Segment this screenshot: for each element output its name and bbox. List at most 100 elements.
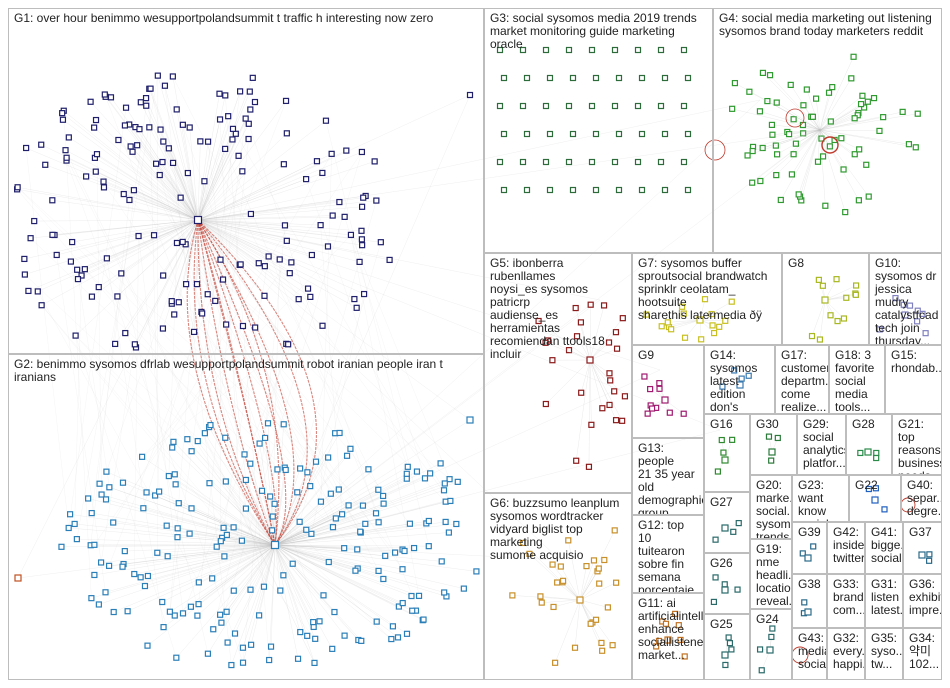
vertex-node [193,215,203,225]
edge-line [197,219,259,264]
edge-line [197,219,357,309]
edge-line [762,129,821,149]
vertex-node [73,536,80,543]
vertex-node [496,46,504,54]
vertex-node [345,502,352,509]
vertex-node [319,322,326,329]
vertex-node [65,134,72,141]
vertex-node [261,434,269,442]
vertex-node [801,599,808,606]
vertex-node [777,196,784,204]
edge-line [225,95,270,661]
vertex-node [759,69,767,76]
edge-line [197,150,347,221]
vertex-node [329,212,336,219]
vertex-node [175,299,182,306]
group-box-g14: G14: sysomos latest edition don's influe… [704,345,775,414]
vertex-node [280,421,287,428]
vertex-node [725,634,732,641]
vertex-node [619,417,626,424]
edge-line [16,189,307,530]
edge-line [274,529,307,546]
vertex-node [358,637,365,644]
edge-line [224,544,276,557]
edge-line [274,544,320,622]
edge-line [190,544,276,607]
vertex-node [101,91,108,98]
vertex-node [380,492,387,500]
edge-line [106,258,164,628]
edge-line [193,219,199,332]
edge-line [776,129,821,176]
vertex-node [21,255,28,263]
edge-line [176,242,411,524]
edge-line [819,129,916,148]
edge-line [274,523,427,546]
vertex-node [587,301,594,308]
vertex-node [774,434,781,442]
edge-line [197,123,249,221]
self-loop [785,108,805,128]
edge-line [274,544,403,604]
vertex-node [325,454,332,461]
vertex-node [721,524,729,532]
vertex-node [332,515,339,522]
edge-line [62,112,199,221]
vertex-node [195,601,202,608]
edge-line [274,544,324,596]
edge-line [182,241,446,502]
edge-line [197,219,360,263]
vertex-node [554,579,561,586]
edge-line [94,151,363,545]
vertex-node [399,566,406,573]
vertex-node [587,620,594,627]
vertex-node [252,324,259,331]
vertex-node [496,158,504,166]
vertex-node [816,336,824,343]
vertex-node [188,505,195,512]
edge-line [589,318,623,361]
edge-line [579,568,599,601]
vertex-node [851,115,858,122]
edge-line [197,99,761,221]
group-box-g41: G41: bigge... social... [865,522,903,574]
edge-line [122,544,276,567]
vertex-node [621,393,629,400]
edge-line [274,526,334,546]
edge-line [819,116,884,131]
edge-line [197,201,340,221]
edge-line [299,242,381,522]
vertex-node [239,644,247,651]
vertex-node [662,620,670,627]
edge-line [155,163,199,221]
vertex-node [173,654,180,661]
edge-line [75,219,199,336]
vertex-node [310,618,317,626]
edge-line [274,544,408,634]
vertex-node [576,596,584,604]
vertex-node [719,383,726,390]
edge-line [197,94,471,221]
group-label-g25: G25 [710,617,733,631]
vertex-node [121,122,129,129]
edge-line [274,544,477,572]
vertex-node [708,310,715,318]
vertex-node [97,559,105,566]
edge-line [90,199,130,546]
vertex-node [14,574,22,582]
vertex-node [386,256,393,264]
edge-line [197,141,201,221]
edge-line [197,219,355,300]
edge-line [143,508,276,546]
group-box-g24: G24 [750,609,792,680]
vertex-node [718,436,725,444]
edge-line [274,490,445,546]
vertex-node [404,463,411,470]
vertex-node [460,585,467,592]
edge-line [762,72,821,131]
edge-line [274,544,284,576]
group-label-g22: G22 [855,478,878,492]
edge-line [767,100,821,131]
vertex-node [122,329,129,337]
vertex-node [408,592,415,600]
